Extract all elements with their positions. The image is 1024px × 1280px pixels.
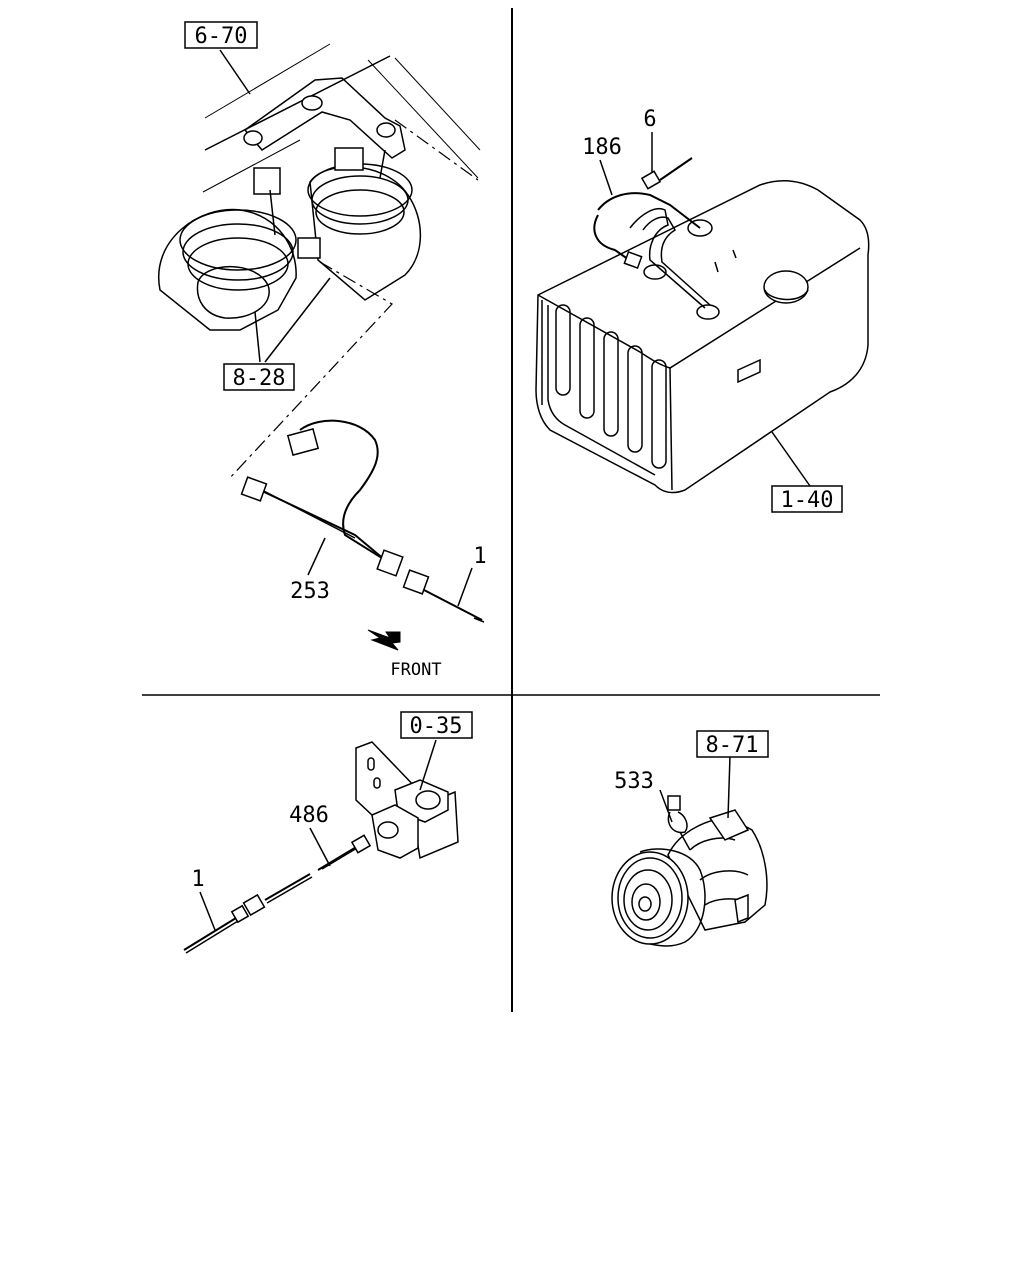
horn-assembly-illustration (157, 43, 485, 651)
front-arrow-icon (367, 629, 401, 651)
compressor-illustration (611, 755, 768, 947)
part-label-1-horn: 1 (473, 544, 486, 569)
front-direction-label: FRONT (390, 660, 441, 680)
part-label-486: 486 (289, 803, 329, 828)
part-label-253: 253 (290, 579, 330, 604)
ref-label-8-28: 8-28 (233, 366, 286, 391)
ref-label-6-70: 6-70 (195, 24, 248, 49)
ref-label-8-71: 8-71 (706, 733, 759, 758)
part-label-186: 186 (582, 135, 622, 160)
ref-label-1-40: 1-40 (781, 488, 834, 513)
ref-label-0-35: 0-35 (410, 714, 463, 739)
switch-assembly-illustration (183, 739, 459, 954)
part-label-6: 6 (643, 107, 656, 132)
part-label-533: 533 (614, 769, 654, 794)
fuel-tank-illustration (535, 132, 870, 494)
part-label-1-switch: 1 (191, 867, 204, 892)
